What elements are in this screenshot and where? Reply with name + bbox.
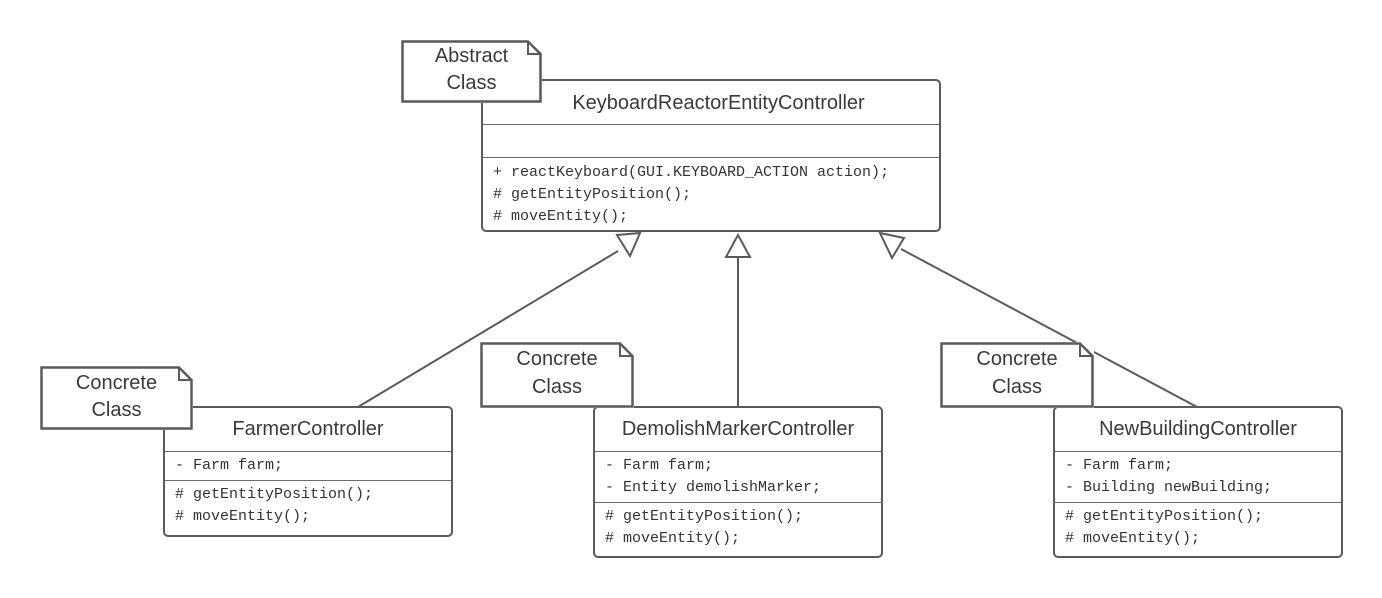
- note-text-line: Concrete: [516, 348, 598, 370]
- note-text-line: Class: [91, 399, 142, 421]
- note-text-line: Class: [531, 376, 582, 398]
- methods-compartment: + reactKeyboard(GUI.KEYBOARD_ACTION acti…: [483, 157, 939, 230]
- generalization-edge-farmer: [357, 250, 619, 408]
- class-farmer-controller[interactable]: FarmerController - Farm farm; # getEntit…: [163, 406, 453, 537]
- method: # moveEntity();: [493, 208, 629, 225]
- method: # moveEntity();: [605, 530, 741, 547]
- generalization-edge-newbuilding: [900, 248, 1198, 408]
- note-concrete-class-farmer: Concrete Class: [40, 366, 193, 430]
- note-shape: [940, 342, 1094, 408]
- note-text-line: Concrete: [976, 348, 1058, 370]
- class-keyboard-reactor-entity-controller[interactable]: KeyboardReactorEntityController + reactK…: [481, 79, 941, 232]
- class-name: FarmerController: [165, 408, 451, 452]
- method: # moveEntity();: [175, 508, 311, 525]
- attribute: - Farm farm;: [605, 457, 714, 474]
- note-shape: [480, 342, 634, 408]
- method: # getEntityPosition();: [605, 508, 804, 525]
- attribute: - Building newBuilding;: [1065, 479, 1273, 496]
- note-text-line: Class: [446, 72, 497, 94]
- note-text-line: Class: [991, 376, 1042, 398]
- method: + reactKeyboard(GUI.KEYBOARD_ACTION acti…: [493, 164, 890, 181]
- method: # moveEntity();: [1065, 530, 1201, 547]
- attributes-compartment: - Farm farm; - Building newBuilding;: [1055, 452, 1341, 502]
- attribute: - Farm farm;: [175, 457, 284, 474]
- generalization-arrowhead-newbuilding: [878, 231, 906, 261]
- note-abstract-class: Abstract Class: [401, 40, 542, 103]
- note-text-line: Abstract: [434, 45, 509, 67]
- methods-compartment: # getEntityPosition(); # moveEntity();: [595, 502, 881, 554]
- method: # getEntityPosition();: [493, 186, 692, 203]
- class-name: NewBuildingController: [1055, 408, 1341, 452]
- generalization-arrowhead-demolish: [724, 232, 752, 258]
- class-name: DemolishMarkerController: [595, 408, 881, 452]
- class-new-building-controller[interactable]: NewBuildingController - Farm farm; - Bui…: [1053, 406, 1343, 558]
- method: # getEntityPosition();: [175, 486, 374, 503]
- generalization-arrowhead-farmer: [615, 231, 642, 259]
- note-shape: [40, 366, 193, 430]
- attributes-compartment: [483, 125, 939, 157]
- note-concrete-class-demolish: Concrete Class: [480, 342, 634, 408]
- note-text-line: Concrete: [75, 372, 158, 394]
- attributes-compartment: - Farm farm; - Entity demolishMarker;: [595, 452, 881, 502]
- methods-compartment: # getEntityPosition(); # moveEntity();: [1055, 502, 1341, 554]
- attribute: - Entity demolishMarker;: [605, 479, 822, 496]
- method: # getEntityPosition();: [1065, 508, 1264, 525]
- attributes-compartment: - Farm farm;: [165, 452, 451, 480]
- attribute: - Farm farm;: [1065, 457, 1174, 474]
- methods-compartment: # getEntityPosition(); # moveEntity();: [165, 480, 451, 532]
- note-concrete-class-newbuilding: Concrete Class: [940, 342, 1094, 408]
- note-shape: [401, 40, 542, 103]
- class-demolish-marker-controller[interactable]: DemolishMarkerController - Farm farm; - …: [593, 406, 883, 558]
- class-name: KeyboardReactorEntityController: [483, 81, 939, 125]
